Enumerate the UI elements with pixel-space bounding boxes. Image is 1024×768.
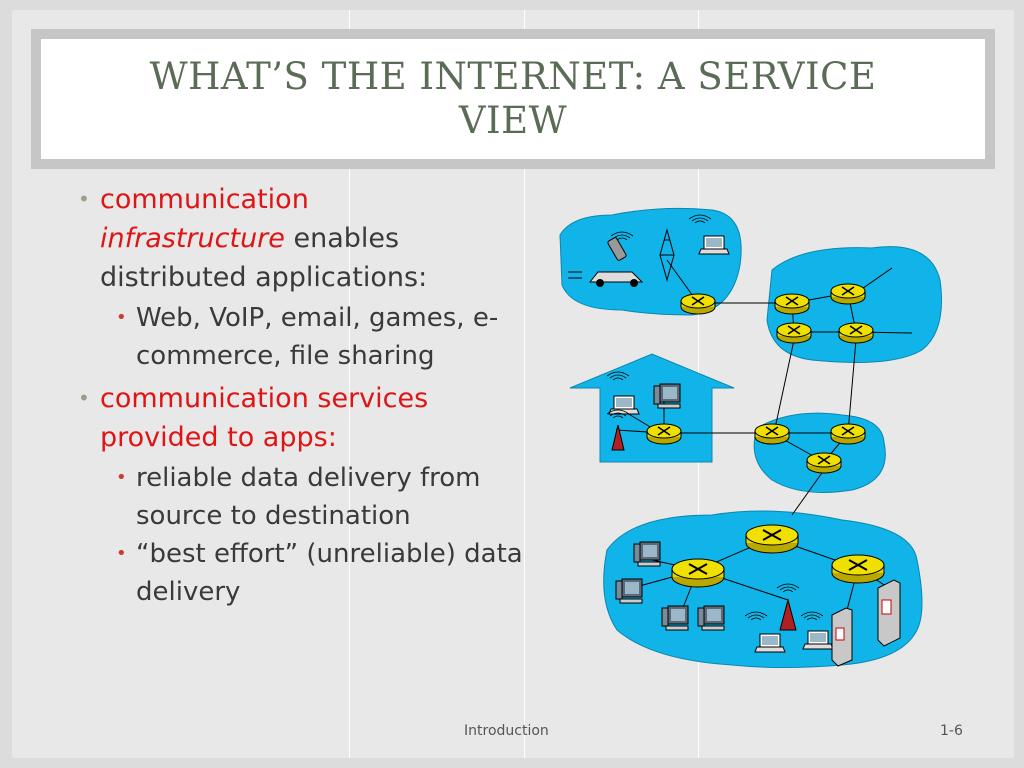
bullet-list: • communication infrastructure enables d… (70, 180, 550, 611)
wireless-network-cloud (559, 207, 742, 316)
server-icon (831, 607, 853, 667)
slide-title: WHAT’S THE INTERNET: A SERVICE VIEW (149, 55, 877, 142)
server-icon (877, 579, 901, 647)
slide-number: 1-6 (940, 723, 963, 739)
router-icon (671, 558, 725, 588)
title-box: WHAT’S THE INTERNET: A SERVICE VIEW (41, 39, 985, 159)
footer-title: Introduction (464, 723, 549, 739)
bullet-item: • communication services provided to app… (70, 379, 550, 457)
desktop-computer-icon (633, 541, 661, 567)
sub-bullet-item: • “best effort” (unreliable) data delive… (70, 535, 550, 611)
bullet-icon: • (116, 543, 127, 564)
router-icon (680, 293, 716, 315)
bullet-text-red: communication (100, 184, 309, 215)
cell-phone-icon (607, 237, 627, 261)
title-frame: WHAT’S THE INTERNET: A SERVICE VIEW (31, 29, 995, 169)
bullet-icon: • (78, 386, 90, 410)
sub-bullet-item: • reliable data delivery from source to … (70, 459, 550, 535)
router-icon (838, 322, 874, 344)
router-icon (830, 423, 866, 445)
router-icon (830, 283, 866, 305)
background-line (524, 10, 525, 758)
sub-bullet-item: • Web, VoIP, email, games, e-commerce, f… (70, 299, 550, 375)
bullet-icon: • (116, 307, 127, 328)
desktop-computer-icon (661, 605, 689, 631)
laptop-icon (698, 235, 730, 255)
network-diagram (559, 207, 943, 668)
access-point-icon (779, 598, 797, 631)
bullet-icon: • (116, 467, 127, 488)
router-icon (646, 423, 682, 445)
desktop-computer-icon (615, 578, 643, 604)
cell-tower-icon (659, 228, 675, 282)
bullet-text-red: communication services provided to apps: (100, 383, 429, 453)
bullet-icon: • (78, 187, 90, 211)
sub-bullet-text: Web, VoIP, email, games, e-commerce, fil… (136, 303, 499, 371)
sub-bullet-text: reliable data delivery from source to de… (136, 463, 481, 531)
desktop-computer-icon (697, 605, 725, 631)
router-icon (831, 554, 885, 584)
laptop-icon (754, 633, 786, 653)
home-icon (569, 353, 735, 463)
slide: WHAT’S THE INTERNET: A SERVICE VIEW • co… (12, 10, 1014, 758)
router-icon (754, 423, 790, 445)
sub-bullet-text: “best effort” (unreliable) data delivery (136, 539, 523, 607)
access-point-icon (611, 424, 625, 451)
laptop-icon (802, 630, 834, 650)
router-icon (774, 293, 810, 315)
bullet-text: enables distributed applications: (100, 223, 428, 293)
router-icon (776, 322, 812, 344)
bullet-item: • communication infrastructure enables d… (70, 180, 550, 297)
background-line (349, 10, 350, 758)
bullet-text-italic: infrastructure (100, 223, 285, 254)
router-icon (806, 452, 842, 474)
car-icon (568, 271, 644, 287)
router-icon (745, 524, 799, 554)
desktop-computer-icon (653, 383, 681, 409)
